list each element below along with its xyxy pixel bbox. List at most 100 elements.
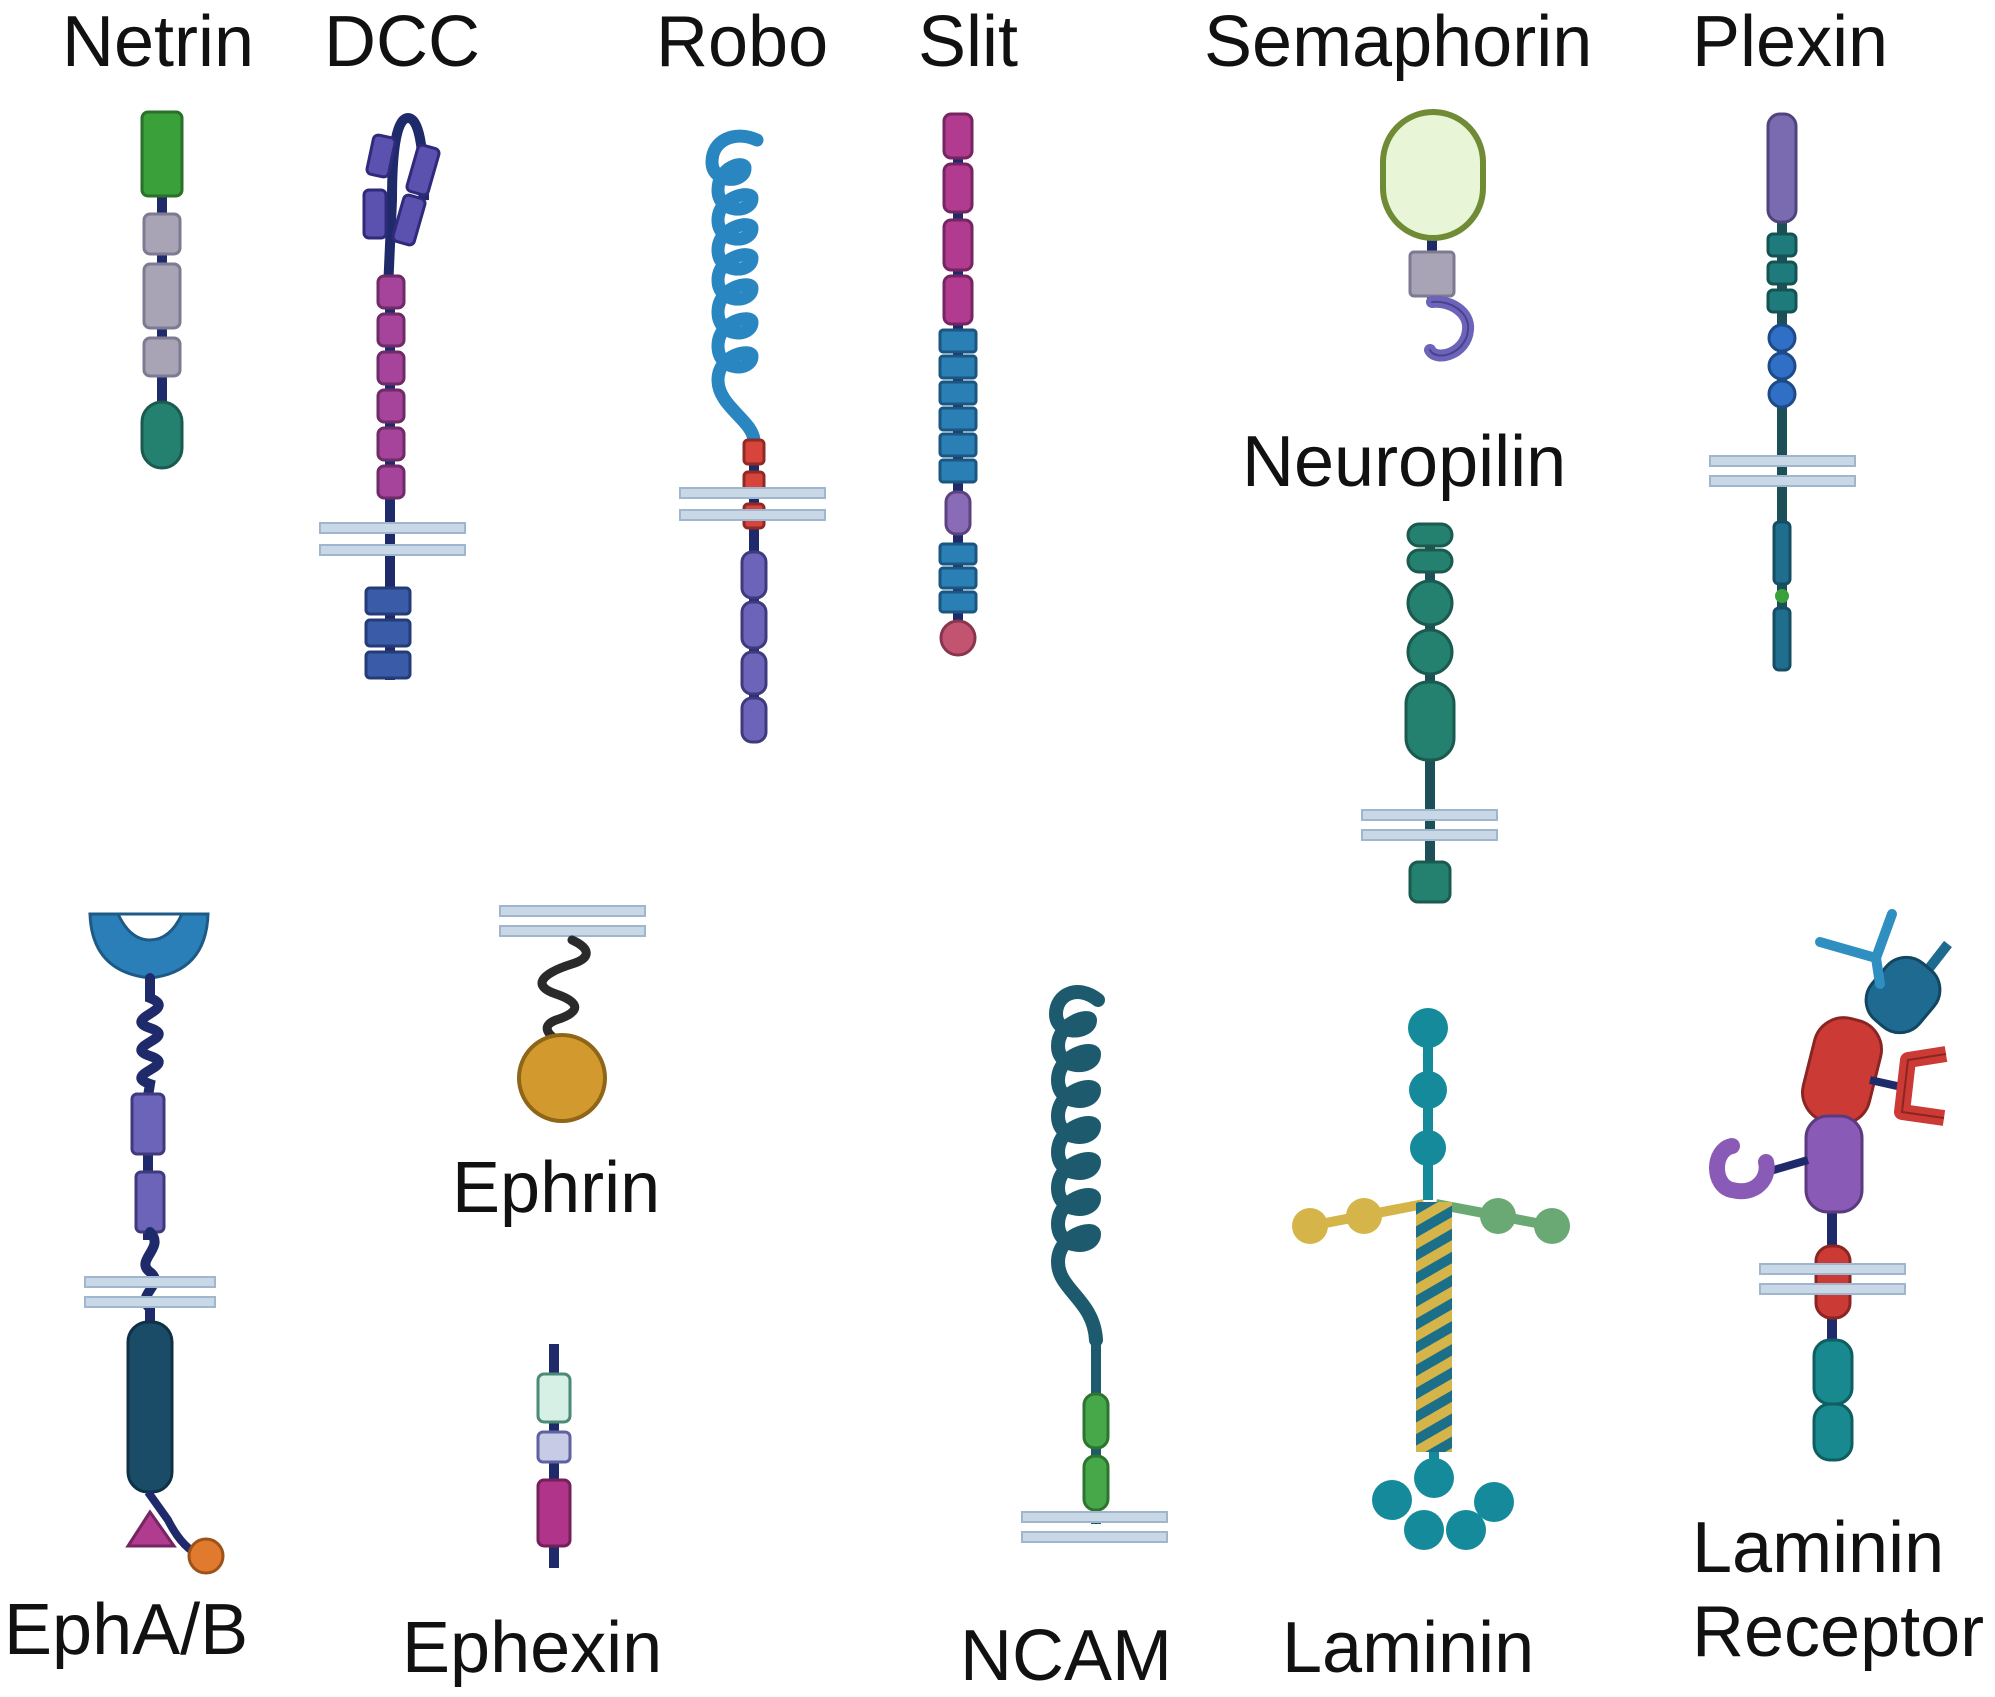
laminin-alpha-domain [1410,1130,1446,1166]
robo-membrane [679,487,826,521]
lr-cytoplasmic-domain [1812,1402,1854,1462]
robo-cc-domain [740,600,768,650]
ncam-fn3-domain [1082,1392,1110,1450]
neuropilin-a1-domain [1406,522,1454,548]
dcc-ig-domain [362,188,388,240]
dcc-fn3-domain [376,274,406,310]
netrin-egf-domain [142,212,182,256]
dcc-ig-domain [391,193,427,247]
lr-ligand-arm [1815,909,1897,989]
slit-egf-domain [938,542,978,566]
laminin-receptor-protein [1709,909,1952,1462]
plexin-rbd-domain [1775,589,1789,603]
semaphorin-sema-domain [1380,109,1486,241]
neuropilin-b2-domain [1406,628,1454,676]
laminin-lg-domain [1372,1480,1412,1520]
neuropilin-cytoplasmic-domain [1408,860,1452,904]
plexin-gap-domain [1772,520,1792,586]
laminin-alpha-domain [1409,1071,1447,1109]
ncam-protein [1048,985,1110,1524]
robo-cc-domain [740,696,768,744]
eph-pdz-domain [187,1537,225,1575]
slit-protein [938,112,978,657]
laminin-gamma-domain [1292,1208,1328,1244]
eph-kinase-domain [126,1320,174,1494]
laminin-receptor-membrane [1759,1263,1906,1295]
ncam-ig-domains [1048,985,1105,1347]
plexin-psi-domain [1766,232,1798,258]
robo-fn3-domain [742,438,766,466]
label-slit: Slit [918,2,1019,82]
dcc-membrane [319,522,466,556]
netrin-laminin-domain [140,110,184,198]
slit-egf-domain [938,328,978,354]
label-plexin: Plexin [1692,2,1889,82]
netrin-egf-domain [142,262,182,330]
semaphorin-ig-domain [1424,295,1475,362]
neuropilin-b1-domain [1406,579,1454,627]
semaphorin-protein [1380,109,1486,362]
ephrin-membrane [499,905,646,937]
slit-lg-domain [944,490,972,536]
laminin-lg-domain [1446,1510,1486,1550]
eph-sam-domain [125,1509,177,1548]
label-neuropilin: Neuropilin [1242,422,1567,502]
label-ephexin: Ephexin [402,1608,663,1688]
lr-purple-claw [1709,1138,1775,1200]
dcc-fn3-domain [376,426,406,462]
ephrin-protein [517,935,607,1123]
slit-egf-domain [938,432,978,458]
slit-lrr-domain [942,112,974,160]
plexin-ipt-domain [1767,379,1797,409]
label-laminin-receptor-line1: Laminin [1692,1508,1945,1588]
ncam-membrane [1021,1511,1168,1543]
slit-egf-domain [938,566,978,590]
laminin-lg-domain [1404,1510,1444,1550]
plexin-protein [1766,112,1798,672]
plexin-sema-domain [1766,112,1798,224]
eph-fn3-domain [134,1170,166,1234]
ephexin-ph-domain [536,1430,572,1464]
plexin-psi-domain [1766,260,1798,286]
label-ephrin: Ephrin [452,1148,661,1228]
netrin-protein [140,110,184,470]
dcc-protein [362,112,441,680]
dcc-p-domain [364,586,412,616]
semaphorin-psi-domain [1408,250,1456,298]
ephexin-dh-domain [536,1372,572,1424]
neuropilin-a2-domain [1406,548,1454,574]
slit-lrr-domain [942,274,974,326]
epha-b-protein [88,912,225,1575]
neuropilin-mam-domain [1404,680,1456,762]
label-ncam: NCAM [960,1616,1172,1696]
plexin-ipt-domain [1767,323,1797,353]
eph-ligand-binding-domain [88,912,210,980]
netrin-egf-domain [142,336,182,378]
ephexin-sh3-domain [536,1478,572,1548]
plexin-membrane [1709,455,1856,487]
dcc-p-domain [364,618,412,648]
dcc-p-domain [364,650,412,680]
laminin-lg-domain [1474,1482,1514,1522]
epha-b-membrane [84,1276,216,1308]
robo-cc-domain [740,550,768,600]
neuropilin-protein [1404,522,1456,904]
slit-egf-domain [938,590,978,614]
netrin-c-domain [140,400,184,470]
plexin-psi-domain [1766,288,1798,314]
robo-protein [705,129,768,744]
plexin-ipt-domain [1767,351,1797,381]
ncam-fn3-domain [1082,1454,1110,1512]
dcc-fn3-domain [376,350,406,386]
lr-thigh-domain [1801,1016,1883,1126]
eph-fn3-domain [130,1092,166,1156]
slit-egf-domain [938,380,978,406]
dcc-fn3-domain [376,388,406,424]
lr-red-cup [1894,1046,1948,1126]
slit-egf-domain [938,354,978,380]
dcc-ig-domain [365,133,397,179]
robo-ig-domains [705,129,764,447]
laminin-beta-domain [1534,1208,1570,1244]
ephrin-rbd-domain [517,1033,607,1123]
